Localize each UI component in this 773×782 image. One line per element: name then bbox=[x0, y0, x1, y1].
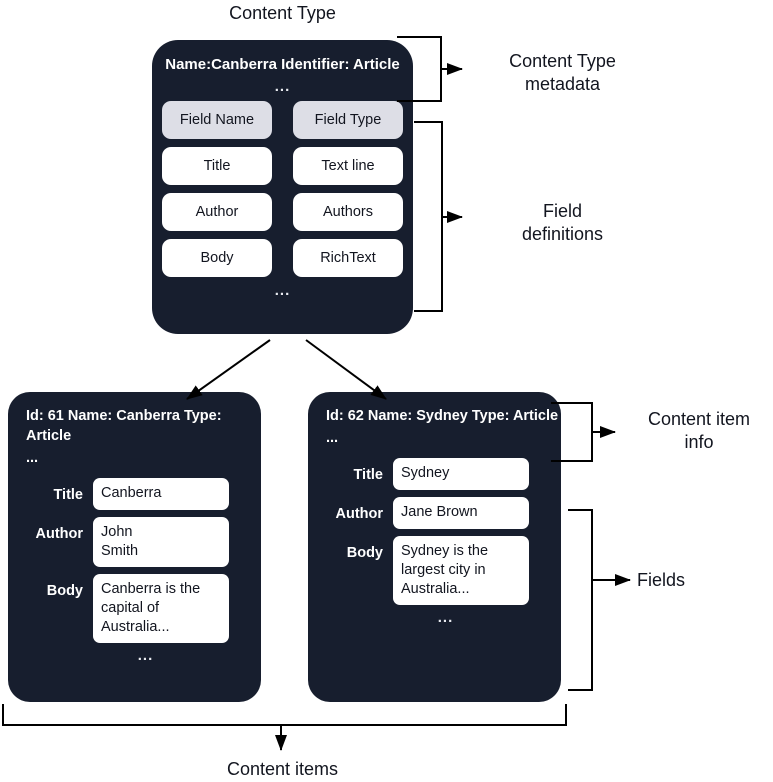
field-table-header-row: Field Name Field Type bbox=[162, 101, 403, 139]
content-item-field-row: Author John Smith bbox=[8, 517, 249, 567]
content-item-field-label: Body bbox=[346, 545, 383, 561]
content-item-field-label: Author bbox=[335, 506, 383, 522]
content-item-card: Id: 62 Name: Sydney Type: Article ... Ti… bbox=[308, 392, 561, 702]
annotation-content-item-info: Content item info bbox=[647, 409, 751, 452]
bracket-content-items bbox=[2, 704, 567, 726]
annotation-fields: Fields bbox=[637, 570, 686, 590]
field-type-cell: Authors bbox=[293, 193, 403, 231]
field-name-cell: Body bbox=[162, 239, 272, 277]
content-item-field-value: Canberra bbox=[93, 478, 229, 510]
annotation-content-type-metadata: Content Type metadata bbox=[509, 51, 616, 94]
bracket-field-definitions bbox=[414, 121, 443, 312]
bracket-fields bbox=[568, 509, 593, 691]
field-type-cell: Text line bbox=[293, 147, 403, 185]
content-item-fields-ellipsis: ... bbox=[137, 647, 154, 664]
field-name-cell: Author bbox=[162, 193, 272, 231]
content-item-field-value: Canberra is the capital of Australia... bbox=[93, 574, 229, 643]
content-item-fields: Title Sydney Author Jane Brown Body Sydn… bbox=[308, 458, 561, 605]
content-item-field-value: John Smith bbox=[93, 517, 229, 567]
content-type-metadata-text: Name:Canberra Identifier: Article bbox=[165, 56, 400, 73]
content-item-field-value: Sydney is the largest city in Australia.… bbox=[393, 536, 529, 605]
content-item-field-row: Body Sydney is the largest city in Austr… bbox=[308, 536, 549, 605]
content-item-info-text: Id: 62 Name: Sydney Type: Article bbox=[326, 408, 559, 424]
field-definitions-ellipsis: ... bbox=[274, 282, 291, 299]
content-type-card: Name:Canberra Identifier: Article ... Fi… bbox=[152, 40, 413, 334]
content-item-field-row: Body Canberra is the capital of Australi… bbox=[8, 574, 249, 643]
content-item-info-text: Id: 61 Name: Canberra Type: Article bbox=[26, 408, 222, 444]
content-item-field-label: Body bbox=[46, 583, 83, 599]
content-item-info-ellipsis: ... bbox=[326, 430, 339, 446]
content-item-field-value: Jane Brown bbox=[393, 497, 529, 529]
field-type-header: Field Type bbox=[293, 101, 403, 139]
content-item-field-row: Author Jane Brown bbox=[308, 497, 549, 529]
field-table-row: Author Authors bbox=[162, 193, 403, 231]
arrow-to-content-item-2 bbox=[305, 339, 387, 400]
annotation-field-definitions: Field definitions bbox=[521, 201, 604, 244]
content-item-field-label: Title bbox=[353, 467, 383, 483]
content-item-info-ellipsis: ... bbox=[26, 450, 39, 466]
arrow-to-content-item-1 bbox=[186, 339, 271, 400]
field-table-row: Body RichText bbox=[162, 239, 403, 277]
content-item-field-label: Author bbox=[35, 526, 83, 542]
diagram-title: Content Type bbox=[229, 3, 336, 23]
content-item-card: Id: 61 Name: Canberra Type: Article ... … bbox=[8, 392, 261, 702]
content-item-fields: Title Canberra Author John Smith Body Ca… bbox=[8, 478, 261, 643]
field-definition-table: Field Name Field Type Title Text line Au… bbox=[152, 101, 413, 277]
content-item-fields-ellipsis: ... bbox=[437, 609, 454, 626]
content-item-field-row: Title Sydney bbox=[308, 458, 549, 490]
content-items-caption: Content items bbox=[226, 759, 339, 779]
field-table-row: Title Text line bbox=[162, 147, 403, 185]
content-item-field-value: Sydney bbox=[393, 458, 529, 490]
field-type-cell: RichText bbox=[293, 239, 403, 277]
field-name-header: Field Name bbox=[162, 101, 272, 139]
content-item-field-row: Title Canberra bbox=[8, 478, 249, 510]
field-name-cell: Title bbox=[162, 147, 272, 185]
content-type-metadata-ellipsis: ... bbox=[274, 78, 291, 95]
content-item-field-label: Title bbox=[53, 487, 83, 503]
